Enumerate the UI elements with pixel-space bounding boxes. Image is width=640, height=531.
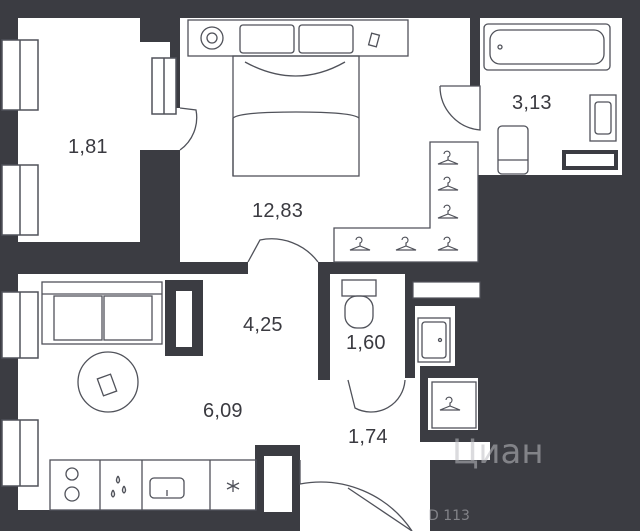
entry-upper-floor: [330, 372, 420, 432]
bath-toilet: [497, 125, 529, 175]
watermark-brand: Циан: [452, 432, 544, 472]
wall-wardrobe-right: [478, 175, 490, 435]
hanger-icon: [437, 236, 459, 251]
pillow-right: [298, 24, 354, 54]
hanger-icon: [437, 150, 459, 165]
hanger-icon: [395, 236, 417, 251]
toilet: [344, 295, 374, 329]
hob-burner-large: [64, 486, 80, 502]
wardrobe: [333, 141, 479, 263]
bedroom-balcony-door: [179, 107, 198, 151]
phone-icon: [367, 32, 381, 48]
watermark-code: D 113: [428, 508, 470, 524]
wall-bath-left: [470, 18, 480, 86]
room-area-living: 6,09: [203, 400, 243, 422]
bathtub: [483, 23, 611, 71]
toilet-sink: [417, 317, 451, 363]
pillow-left: [239, 24, 295, 54]
hanger-icon: [439, 396, 461, 411]
room-area-toilet: 1,60: [346, 332, 386, 354]
wall-bedroom-bottom-right: [318, 262, 488, 274]
wall-lower-right-block: [490, 197, 622, 531]
closet-floor: [428, 378, 478, 430]
tablet-icon: [96, 373, 118, 397]
bathroom-door: [439, 85, 481, 131]
hanger-icon: [437, 176, 459, 191]
hob-burner: [65, 467, 79, 481]
room-area-bathroom: 3,13: [512, 92, 552, 114]
sofa: [41, 281, 163, 345]
room-area-balcony: 1,81: [68, 136, 108, 158]
entry-door: [299, 460, 413, 531]
balcony-floor: [40, 40, 140, 242]
room-area-entry: 1,74: [348, 426, 388, 448]
wall-right: [622, 0, 640, 531]
bathroom-floor: [480, 18, 622, 175]
wall-bath-bottom: [480, 175, 622, 197]
kitchen-counter: [49, 459, 257, 511]
bedroom-door: [247, 238, 319, 263]
round-table: [77, 351, 139, 413]
closet: [431, 381, 477, 429]
hanger-icon: [437, 204, 459, 219]
wall-top: [0, 0, 640, 18]
kitchen-sink: [149, 477, 185, 499]
wall-shaft-bottom: [405, 298, 480, 306]
water-icon: [115, 475, 121, 484]
wall-left: [0, 0, 18, 531]
windows: [1, 39, 177, 487]
toilet-door: [347, 379, 406, 413]
wall-entry-right: [430, 460, 490, 531]
shaft: [413, 282, 480, 298]
bed: [232, 55, 360, 177]
sink-niche: [415, 306, 455, 366]
room-area-hall: 4,25: [243, 314, 283, 336]
hanger-icon: [349, 236, 371, 251]
bath-sink: [589, 94, 617, 142]
toilet-floor: [330, 274, 405, 372]
wall-toilet-top: [405, 274, 480, 282]
bedroom-floor: [180, 18, 470, 262]
lamp-icon: [200, 26, 224, 50]
room-area-bedroom: 12,83: [252, 200, 304, 222]
fridge-icon: [226, 480, 240, 492]
fixtures: [41, 19, 618, 531]
hangers: [349, 150, 461, 411]
